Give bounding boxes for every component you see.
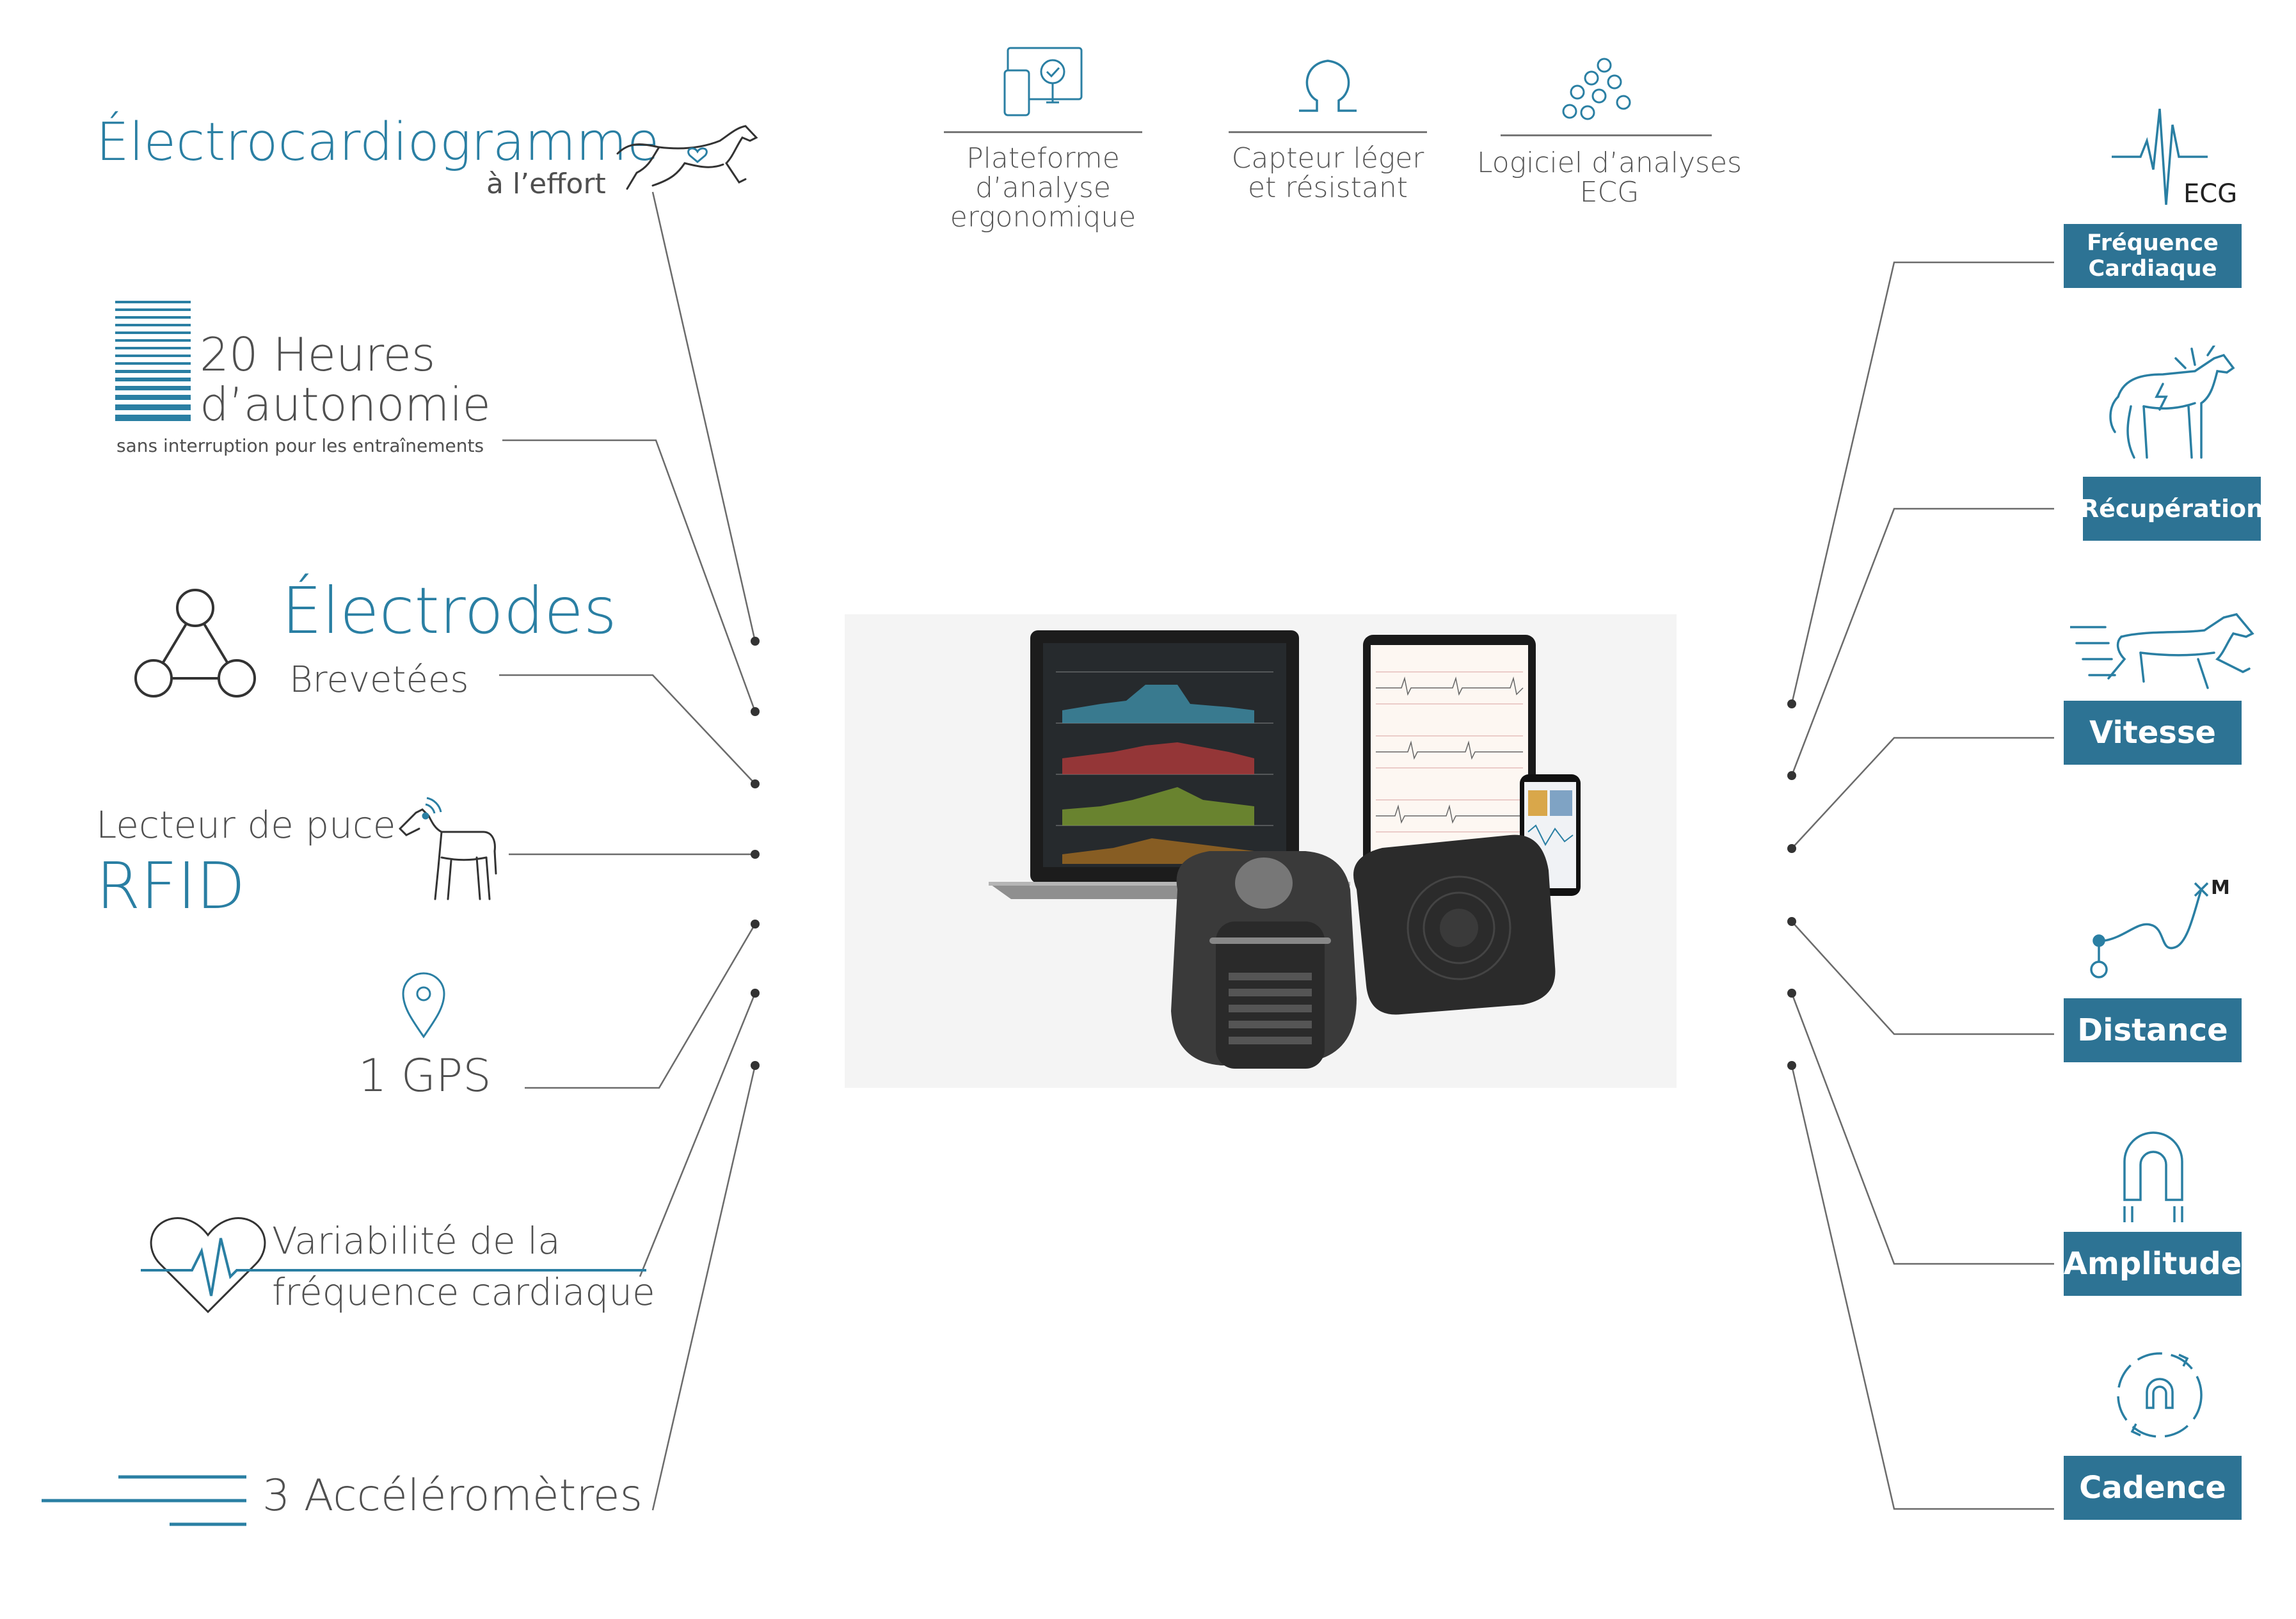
product-devices-image [845, 614, 1677, 1088]
autonomy-line2: d’autonomie [200, 378, 491, 431]
running-horse-icon [2070, 613, 2254, 689]
label-frequence-cardiaque: Fréquence Cardiaque [2064, 224, 2242, 288]
rfid-line2: RFID [96, 849, 246, 923]
triangle-nodes-icon [134, 589, 256, 698]
monitor-analysis-icon [1003, 47, 1083, 116]
autonomy-note: sans interruption pour les entraînements [116, 435, 484, 456]
divider [944, 131, 1142, 133]
galloping-horse-heart-icon [616, 125, 758, 190]
molecule-bubbles-icon [1562, 58, 1631, 120]
horse-rfid-signal-icon [399, 797, 497, 900]
feature-label: Plateforme d’analyse ergonomique [950, 142, 1136, 234]
label-recuperation: Récupération [2080, 477, 2263, 541]
speed-lines-icon [42, 1475, 246, 1526]
horseshoe-cycle-icon [2117, 1352, 2203, 1438]
autonomy-line1: 20 Heures [200, 328, 436, 381]
horseshoe-icon [2123, 1131, 2183, 1222]
divider [1501, 134, 1712, 136]
ecg-title: Électrocardiogramme [96, 112, 660, 173]
horse-lightning-icon [2109, 346, 2235, 459]
distance-icon-text: M [2211, 877, 2230, 899]
divider [1229, 131, 1427, 133]
label-distance: Distance [2064, 998, 2242, 1062]
electrodes-subtitle: Brevetées [289, 659, 469, 701]
label-cadence: Cadence [2064, 1456, 2242, 1520]
label-amplitude: Amplitude [2064, 1232, 2242, 1296]
heart-pulse-icon [141, 1217, 646, 1314]
hrv-line2: fréquence cardiaque [272, 1270, 655, 1314]
ecg-wave-icon [2112, 108, 2208, 205]
rfid-line1: Lecteur de puce [96, 803, 396, 847]
gps-label: 1 GPS [358, 1049, 491, 1102]
battery-lines-icon [115, 301, 191, 421]
feature-label: Capteur léger et résistant [1231, 142, 1424, 204]
accel-label: 3 Accéléromètres [262, 1471, 643, 1521]
path-route-icon [2090, 882, 2209, 978]
electrodes-title: Électrodes [282, 573, 617, 648]
omega-sensor-icon [1299, 60, 1357, 112]
feature-label: Logiciel d’analyses ECG [1477, 147, 1742, 209]
location-pin-icon [402, 972, 445, 1039]
ecg-subtitle: à l’effort [486, 168, 606, 200]
hrv-line1: Variabilité de la [272, 1219, 561, 1263]
label-vitesse: Vitesse [2064, 701, 2242, 765]
ecg-icon-text: ECG [2183, 179, 2238, 209]
